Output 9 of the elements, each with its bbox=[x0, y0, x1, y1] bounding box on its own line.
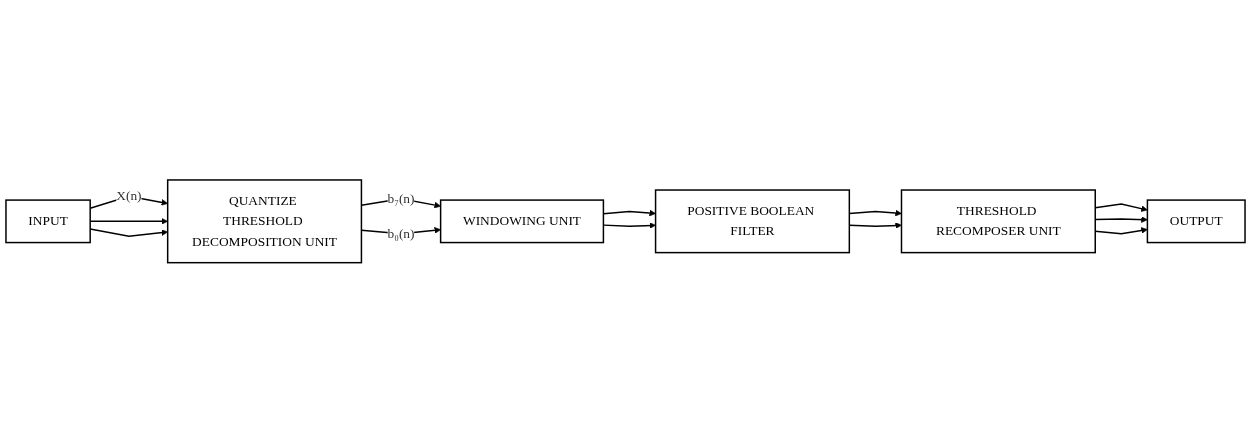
node-box: OUTPUT bbox=[1146, 199, 1246, 244]
edge-label: X(n) bbox=[116, 188, 142, 204]
node-box: QUANTIZE THRESHOLD DECOMPOSITION UNIT bbox=[166, 179, 363, 264]
node-box: WINDOWING UNIT bbox=[439, 199, 605, 244]
edge-label: b₇(n) bbox=[387, 191, 415, 207]
edge-label: b₀(n) bbox=[387, 226, 415, 242]
node-box: INPUT bbox=[5, 199, 91, 244]
node-box: THRESHOLD RECOMPOSER UNIT bbox=[900, 189, 1096, 254]
node-box: POSITIVE BOOLEAN FILTER bbox=[654, 189, 851, 254]
